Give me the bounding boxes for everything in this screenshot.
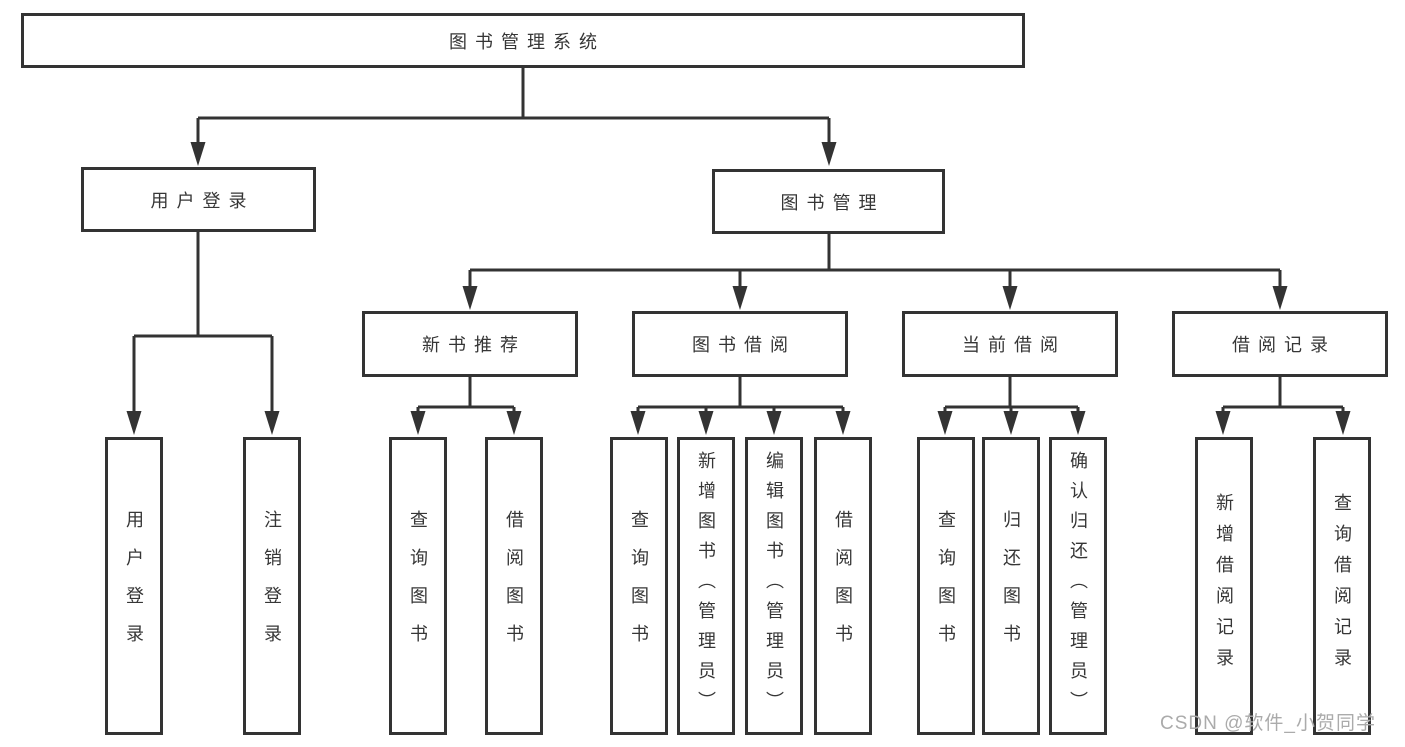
leaf-records-query-record: 查询借阅记录 (1313, 437, 1371, 735)
leaf-borrowing-edit-books-admin: 编辑图书（管理员） (745, 437, 803, 735)
leaf-records-add-record: 新增借阅记录 (1195, 437, 1253, 735)
node-user-login-label: 用户登录 (150, 190, 255, 211)
leaf-current-return-books-label: 归还图书 (1001, 510, 1021, 662)
node-current-borrowing-label: 当前借阅 (962, 335, 1066, 355)
node-current-borrowing: 当前借阅 (902, 311, 1118, 377)
leaf-records-query-record-label: 查询借阅记录 (1332, 493, 1352, 679)
node-user-login: 用户登录 (81, 167, 316, 232)
leaf-borrowing-add-books-admin-label: 新增图书（管理员） (696, 451, 716, 721)
watermark: CSDN @软件_小贺同学 (1160, 713, 1376, 734)
leaf-current-query-books-label: 查询图书 (936, 510, 956, 662)
node-book-borrowing: 图书借阅 (632, 311, 848, 377)
node-borrowing-records: 借阅记录 (1172, 311, 1388, 377)
leaf-borrowing-add-books-admin: 新增图书（管理员） (677, 437, 735, 735)
node-new-book-recommend-label: 新书推荐 (422, 335, 526, 355)
leaf-borrowing-borrow-books: 借阅图书 (814, 437, 872, 735)
leaf-records-add-record-label: 新增借阅记录 (1214, 493, 1234, 679)
node-library-management-system: 图书管理系统 (21, 13, 1025, 68)
leaf-user-login: 用户登录 (105, 437, 163, 735)
leaf-borrowing-edit-books-admin-label: 编辑图书（管理员） (764, 451, 784, 721)
node-new-book-recommend: 新书推荐 (362, 311, 578, 377)
leaf-current-query-books: 查询图书 (917, 437, 975, 735)
arrowheads (126, 142, 1351, 435)
leaf-logout: 注销登录 (243, 437, 301, 735)
leaf-logout-label: 注销登录 (262, 510, 282, 662)
node-book-management-label: 图书管理 (780, 192, 885, 213)
node-book-management: 图书管理 (712, 169, 945, 234)
node-library-management-system-label: 图书管理系统 (449, 31, 605, 52)
node-borrowing-records-label: 借阅记录 (1232, 335, 1336, 355)
leaf-borrowing-borrow-books-label: 借阅图书 (833, 510, 853, 662)
leaf-current-confirm-return-admin-label: 确认归还（管理员） (1068, 451, 1088, 721)
leaf-user-login-label: 用户登录 (124, 510, 144, 662)
node-book-borrowing-label: 图书借阅 (692, 335, 796, 355)
leaf-borrowing-query-books: 查询图书 (610, 437, 668, 735)
leaf-newbooks-borrow-books: 借阅图书 (485, 437, 543, 735)
leaf-newbooks-query-books-label: 查询图书 (408, 510, 428, 662)
leaf-current-confirm-return-admin: 确认归还（管理员） (1049, 437, 1107, 735)
leaf-borrowing-query-books-label: 查询图书 (629, 510, 649, 662)
leaf-current-return-books: 归还图书 (982, 437, 1040, 735)
leaf-newbooks-query-books: 查询图书 (389, 437, 447, 735)
leaf-newbooks-borrow-books-label: 借阅图书 (504, 510, 524, 662)
